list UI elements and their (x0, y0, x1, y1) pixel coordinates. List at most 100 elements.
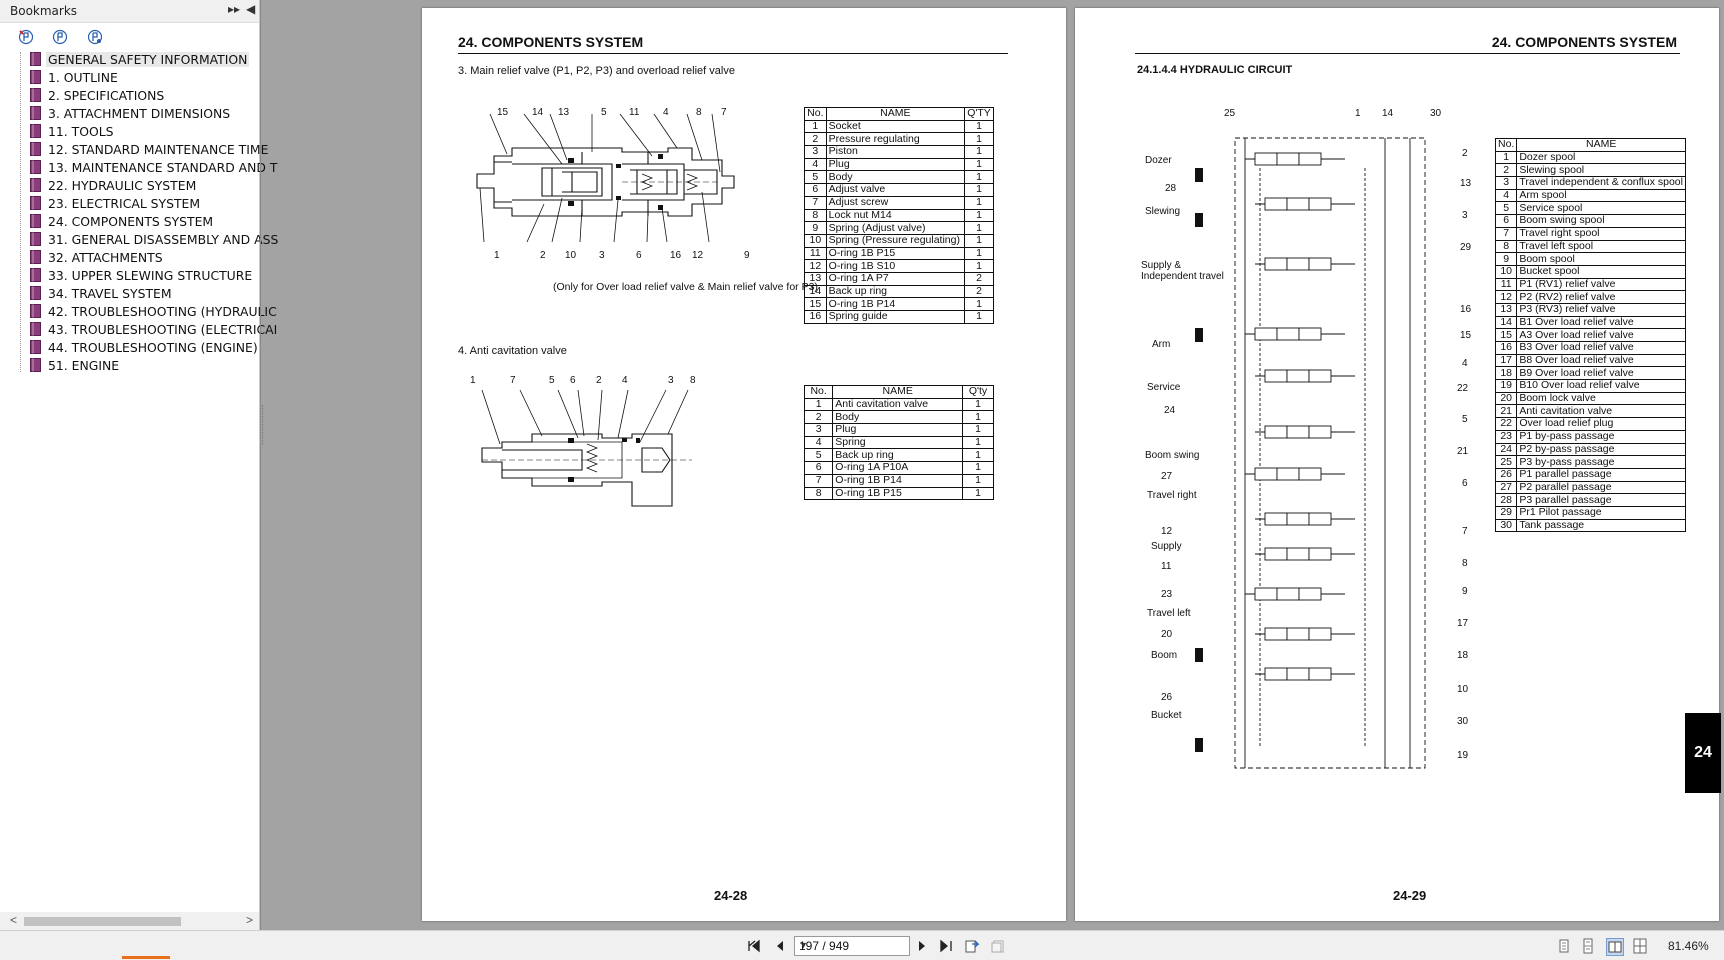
circuit-callout: 23 (1161, 589, 1173, 600)
table-cell: 1 (963, 259, 995, 273)
bookmark-item[interactable]: 43. TROUBLESHOOTING (ELECTRICAI (30, 321, 277, 338)
next-page-icon[interactable] (914, 938, 930, 954)
circuit-callout: 19 (1457, 750, 1469, 761)
callout-label: 10 (565, 250, 577, 261)
table-cell: 15 (804, 297, 827, 311)
table-cell: O-ring 1B S10 (825, 259, 965, 273)
table-cell: 2 (1494, 163, 1518, 178)
splitter-grip[interactable] (262, 405, 266, 445)
bookmark-item[interactable]: 42. TROUBLESHOOTING (HYDRAULIC (30, 303, 277, 320)
facing-pages-view-icon[interactable] (1606, 938, 1624, 956)
table-cell: 5 (804, 170, 827, 185)
bookmark-item[interactable]: 13. MAINTENANCE STANDARD AND T (30, 159, 277, 176)
delete-bookmark-icon[interactable] (18, 29, 34, 45)
bookmark-item[interactable]: 33. UPPER SLEWING STRUCTURE (30, 267, 260, 284)
continuous-facing-view-icon[interactable] (1632, 938, 1648, 954)
page-dropdown-icon[interactable]: ▼ (799, 940, 808, 950)
bookmark-page-icon (30, 52, 41, 66)
circuit-callout: 1 (1355, 108, 1361, 119)
table-cell: P1 (RV1) relief valve (1516, 277, 1686, 292)
table-cell: 1 (962, 423, 994, 437)
single-page-view-icon[interactable] (1556, 938, 1572, 954)
bookmark-item[interactable]: 23. ELECTRICAL SYSTEM (30, 195, 260, 212)
bookmark-label: 34. TRAVEL SYSTEM (48, 286, 172, 301)
circuit-label-supply: Supply & (1141, 260, 1182, 271)
table-cell: Spring (Adjust valve) (825, 221, 965, 235)
bookmark-page-icon (30, 214, 41, 228)
expand-bookmark-icon[interactable] (52, 29, 68, 45)
first-page-icon[interactable] (746, 938, 762, 954)
bookmark-item[interactable]: 3. ATTACHMENT DIMENSIONS (30, 105, 260, 122)
table-cell: Travel left spool (1516, 239, 1686, 254)
zoom-level[interactable]: 81.46% (1668, 939, 1709, 953)
table-cell: Bucket spool (1516, 264, 1686, 279)
table-cell: 7 (803, 473, 834, 488)
continuous-view-icon[interactable] (1580, 938, 1596, 954)
table-cell: Travel independent & conflux spool (1516, 176, 1686, 190)
col-header: NAME (1516, 138, 1686, 152)
scroll-left-icon[interactable]: < (10, 913, 18, 927)
circuit-callout: 24 (1164, 405, 1176, 416)
panel-splitter[interactable] (260, 0, 261, 930)
bookmark-properties-icon[interactable] (87, 29, 103, 45)
col-header: No. (804, 107, 827, 121)
bookmark-label: GENERAL SAFETY INFORMATION (46, 52, 250, 67)
bookmark-item[interactable]: 1. OUTLINE (30, 69, 260, 86)
tree-guide-line (20, 52, 21, 372)
scroll-right-icon[interactable]: > (246, 913, 254, 927)
col-header: No. (803, 385, 834, 399)
table-cell: Body (832, 410, 964, 425)
bookmark-item[interactable]: 34. TRAVEL SYSTEM (30, 285, 260, 302)
bookmark-item[interactable]: 12. STANDARD MAINTENANCE TIME (30, 141, 268, 158)
bookmark-item[interactable]: 31. GENERAL DISASSEMBLY AND ASS (30, 231, 278, 248)
table-cell: Back up ring (832, 448, 964, 463)
circuit-label-travel-right: Travel right (1147, 490, 1197, 501)
bookmark-item[interactable]: 2. SPECIFICATIONS (30, 87, 260, 104)
table-cell: O-ring 1B P14 (825, 297, 965, 311)
page-number-input[interactable]: 197 / 949 ▼ (794, 936, 910, 956)
collapse-panel-icon[interactable]: ◀ (246, 2, 256, 16)
panel-options-icon[interactable]: ▸▸ (228, 2, 241, 16)
table-cell: 21 (1494, 404, 1518, 419)
table-cell: 4 (804, 157, 827, 172)
bookmark-label: 42. TROUBLESHOOTING (HYDRAULIC (48, 304, 277, 319)
section3-note: (Only for Over load relief valve & Main … (553, 281, 818, 293)
bookmark-item[interactable]: 44. TROUBLESHOOTING (ENGINE) (30, 339, 260, 356)
horizontal-scrollbar[interactable]: < > (0, 912, 259, 930)
bookmark-item[interactable]: GENERAL SAFETY INFORMATION (30, 51, 260, 68)
bookmark-item[interactable]: 32. ATTACHMENTS (30, 249, 260, 266)
bookmark-label: 32. ATTACHMENTS (48, 250, 163, 265)
last-page-icon[interactable] (938, 938, 954, 954)
bookmark-item[interactable]: 24. COMPONENTS SYSTEM (30, 213, 260, 230)
table-cell: P2 by-pass passage (1516, 442, 1686, 457)
bookmark-item[interactable]: 22. HYDRAULIC SYSTEM (30, 177, 260, 194)
bookmark-item[interactable]: 11. TOOLS (30, 123, 260, 140)
table-cell: 1 (804, 119, 827, 134)
header-rule (458, 53, 1008, 54)
next-view-icon[interactable] (990, 938, 1006, 954)
bookmark-page-icon (30, 196, 41, 210)
circuit-label-independent-travel: Independent travel (1141, 271, 1224, 282)
scrollbar-thumb[interactable] (24, 917, 181, 926)
previous-page-icon[interactable] (772, 938, 788, 954)
page-header: 24. COMPONENTS SYSTEM (458, 34, 644, 50)
table-cell: Anti cavitation valve (832, 397, 964, 412)
circuit-callout: 11 (1161, 561, 1172, 572)
previous-view-icon[interactable] (964, 938, 980, 954)
circuit-callout: 13 (1460, 178, 1472, 189)
bookmark-item[interactable]: 51. ENGINE (30, 357, 260, 374)
table-cell: 1 (963, 145, 995, 159)
table-cell: 7 (1494, 226, 1518, 241)
bookmark-label: 12. STANDARD MAINTENANCE TIME (48, 142, 269, 157)
table-cell: 10 (804, 233, 827, 248)
